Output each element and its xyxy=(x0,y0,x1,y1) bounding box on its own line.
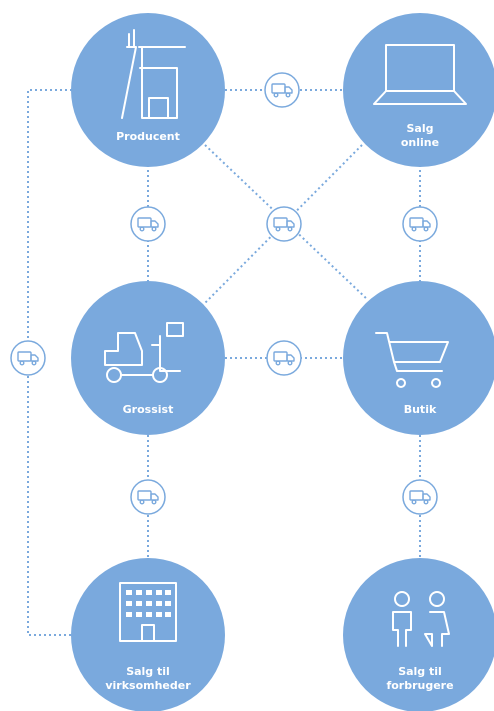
delivery-truck-icon xyxy=(130,479,166,515)
node-label: Producent xyxy=(116,130,180,143)
delivery-truck-icon xyxy=(264,72,300,108)
node-label-line2: virksomheder xyxy=(105,679,191,692)
delivery-truck-icon xyxy=(266,340,302,376)
node-label-line2: forbrugere xyxy=(386,679,453,692)
forklift-icon xyxy=(104,322,184,383)
shopping-cart-icon xyxy=(375,332,449,388)
delivery-truck-icon xyxy=(10,340,46,376)
delivery-truck-icon xyxy=(130,206,166,242)
node-label-line1: Salg xyxy=(407,122,434,135)
delivery-truck-icon xyxy=(266,206,302,242)
node-label-line1: Salg til xyxy=(398,665,442,678)
people-icon xyxy=(392,591,450,647)
node-label-line1: Salg til xyxy=(126,665,170,678)
node-label: Butik xyxy=(404,403,437,416)
laptop-icon xyxy=(373,44,467,105)
node-salg-virksomheder: Salg til virksomheder xyxy=(71,558,225,711)
delivery-truck-icon xyxy=(402,479,438,515)
office-building-icon xyxy=(119,582,177,642)
truck-connectors xyxy=(10,72,438,515)
node-producent: Producent xyxy=(71,13,225,167)
node-label: Grossist xyxy=(123,403,174,416)
node-salg-online: Salg online xyxy=(343,13,494,167)
node-butik: Butik xyxy=(343,281,494,435)
delivery-truck-icon xyxy=(402,206,438,242)
node-grossist: Grossist xyxy=(71,281,225,435)
node-label-line2: online xyxy=(401,136,439,149)
node-salg-forbrugere: Salg til forbrugere xyxy=(343,558,494,711)
factory-icon xyxy=(121,29,186,119)
